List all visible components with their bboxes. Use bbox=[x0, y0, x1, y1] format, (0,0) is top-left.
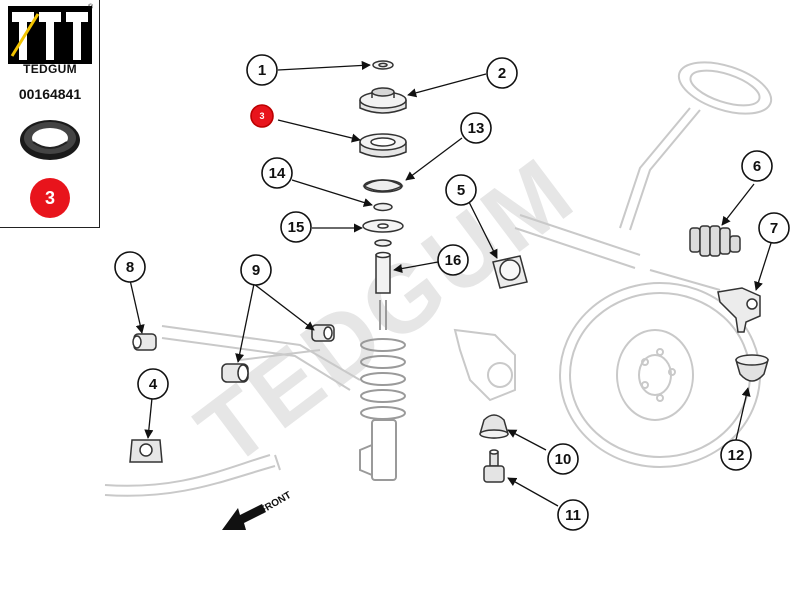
product-info-panel: ® TEDGUM 00164841 3 bbox=[0, 0, 100, 228]
part-9-bushings bbox=[221, 324, 335, 383]
callout-9-label: 9 bbox=[252, 262, 260, 279]
part-5-bushing bbox=[492, 255, 528, 289]
part-8-bushing bbox=[132, 333, 157, 351]
callout-15-label: 15 bbox=[288, 219, 305, 236]
product-thumbnail-ring bbox=[20, 120, 80, 160]
callout-14-label: 14 bbox=[269, 165, 286, 182]
callout-10-label: 10 bbox=[555, 451, 572, 468]
part-4-clamp bbox=[129, 439, 163, 463]
callout-3-circle bbox=[250, 104, 274, 128]
callout-6-label: 6 bbox=[753, 158, 761, 175]
callout-11-circle bbox=[557, 499, 589, 531]
leader-lines bbox=[129, 60, 773, 507]
callout-13-circle bbox=[460, 112, 492, 144]
part-10-ball-joint-boot bbox=[479, 414, 509, 439]
callout-1-label: 1 bbox=[258, 62, 266, 79]
callout-1-circle bbox=[246, 54, 278, 86]
callout-13-label: 13 bbox=[468, 120, 485, 137]
callout-8-label: 8 bbox=[126, 259, 134, 276]
product-code: 00164841 bbox=[18, 86, 82, 102]
callout-5-label: 5 bbox=[457, 182, 465, 199]
part-12-ball-joint bbox=[735, 354, 769, 382]
callout-2-label: 2 bbox=[498, 65, 506, 82]
callout-5-circle bbox=[445, 174, 477, 206]
callout-9-circle bbox=[240, 254, 272, 286]
tedgum-logo bbox=[8, 6, 92, 64]
part-7-tie-rod-end bbox=[717, 287, 761, 333]
front-direction-arrow: FRONT bbox=[222, 490, 293, 530]
front-label: FRONT bbox=[258, 490, 293, 517]
callout-3-label: 3 bbox=[259, 111, 264, 121]
callout-14-circle bbox=[261, 157, 293, 189]
brand-name: TEDGUM bbox=[23, 62, 77, 76]
part-6-boot bbox=[689, 225, 741, 257]
callout-12-circle bbox=[720, 439, 752, 471]
strut-mount-stack bbox=[359, 60, 407, 294]
callout-12-label: 12 bbox=[728, 447, 745, 464]
callout-11-label: 11 bbox=[565, 507, 581, 524]
callout-2-circle bbox=[486, 57, 518, 89]
callout-16-label: 16 bbox=[445, 252, 462, 269]
callout-15-circle bbox=[280, 211, 312, 243]
part-11-ball-pin bbox=[483, 449, 505, 483]
registered-mark: ® bbox=[88, 4, 94, 11]
callout-6-circle bbox=[741, 150, 773, 182]
callout-numbers: 1 2 3 13 14 15 16 5 6 7 8 9 4 10 11 12 bbox=[126, 62, 778, 524]
callouts bbox=[114, 54, 790, 531]
callout-7-circle bbox=[758, 212, 790, 244]
callout-8-circle bbox=[114, 251, 146, 283]
highlight-callout-badge: 3 bbox=[30, 178, 70, 218]
callout-7-label: 7 bbox=[770, 220, 778, 237]
callout-10-circle bbox=[547, 443, 579, 475]
callout-4-label: 4 bbox=[149, 376, 158, 393]
callout-4-circle bbox=[137, 368, 169, 400]
coil-spring-strut bbox=[359, 300, 406, 481]
callout-16-circle bbox=[437, 244, 469, 276]
